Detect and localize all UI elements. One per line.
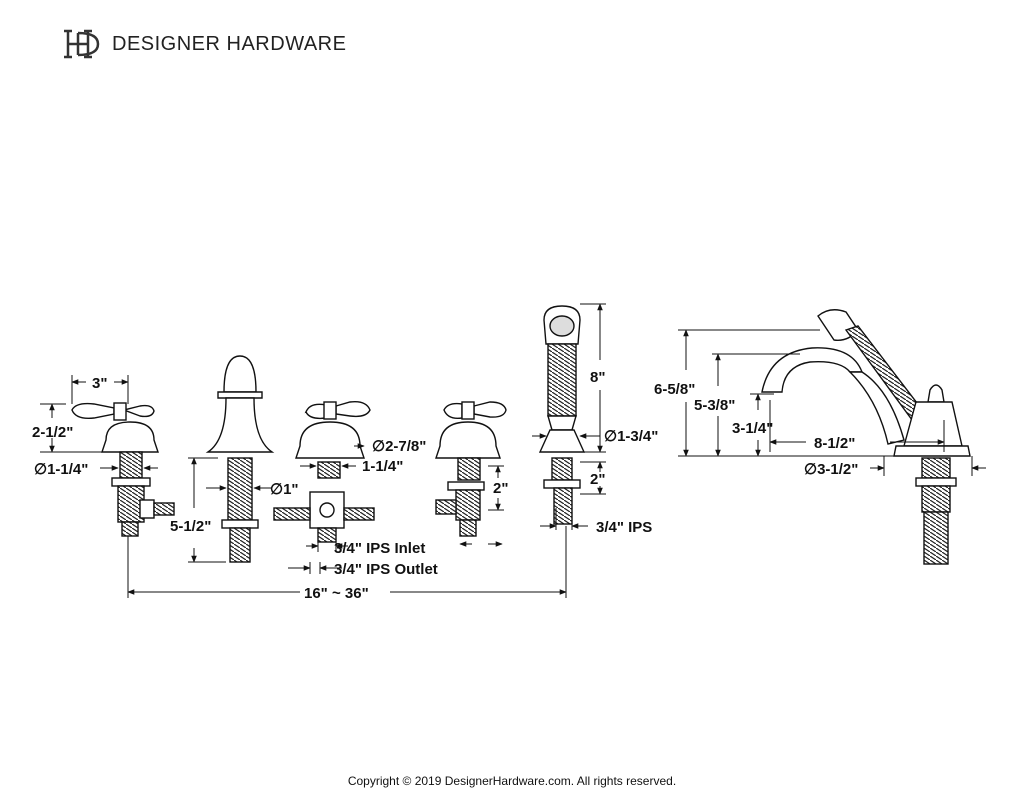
dim-handshower-ips: 3/4" IPS [596, 519, 652, 536]
diverter-valve [273, 400, 375, 543]
brand-header: DESIGNER HARDWARE [62, 28, 346, 60]
left-valve [71, 402, 175, 537]
dim-handshower-height: 8" [590, 369, 605, 386]
dim-handshower-shank: 2" [590, 471, 605, 488]
handshower [538, 305, 586, 525]
dim-spread: 16" ~ 36" [304, 585, 369, 602]
dim-diverter-inlet: 3/4" IPS Inlet [334, 540, 425, 557]
brand-name: DESIGNER HARDWARE [112, 32, 347, 55]
dim-valve-shank: 2" [493, 480, 508, 497]
dim-shank-diameter: ∅1" [270, 481, 299, 498]
dim-handle-height: 2-1/2" [32, 424, 73, 441]
dim-tub-spout-reach: 8-1/2" [814, 435, 855, 452]
dim-diverter-flange: 1-1/4" [362, 458, 403, 475]
center-spout [205, 355, 275, 563]
dim-spout-height: 5-1/2" [170, 518, 211, 535]
right-valve [435, 401, 507, 537]
dim-handle-width: 3" [92, 375, 107, 392]
tub-spout [761, 309, 971, 565]
dim-diverter-outlet: 3/4" IPS Outlet [334, 561, 438, 578]
dh-monogram-icon [64, 29, 100, 59]
dim-valve-diameter: ∅1-1/4" [34, 461, 88, 478]
dim-handshower-diameter: ∅1-3/4" [604, 428, 658, 445]
dim-tub-spout-outlet: 3-1/4" [732, 420, 773, 437]
copyright-footer: Copyright © 2019 DesignerHardware.com. A… [347, 774, 677, 788]
dim-tub-spout-base: ∅3-1/2" [804, 461, 858, 478]
dim-tub-spout-total: 6-5/8" [654, 381, 695, 398]
dim-tub-spout-height: 5-3/8" [694, 397, 735, 414]
dim-diverter-diameter: ∅2-7/8" [372, 438, 426, 455]
